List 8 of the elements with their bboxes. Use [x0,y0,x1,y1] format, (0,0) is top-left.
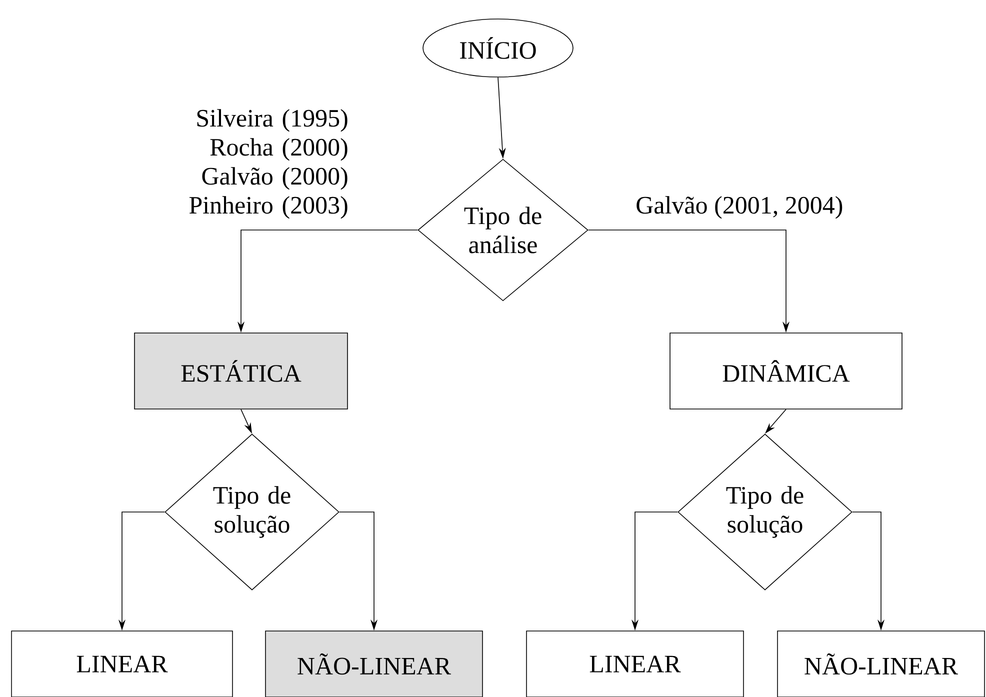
process-box: ESTÁTICA [134,332,348,410]
process-box: LINEAR [526,630,744,697]
process-box: NÃO-LINEAR [265,630,483,697]
process-box: NÃO-LINEAR [777,630,985,697]
process-box: LINEAR [11,630,233,697]
edge-label: Silveira (1995) Rocha (2000) Galvão (2000) Pinheiro (2003) [189,109,348,219]
edge-label: Galvão (2001, 2004) [636,196,842,219]
process-box: DINÂMICA [670,332,902,410]
